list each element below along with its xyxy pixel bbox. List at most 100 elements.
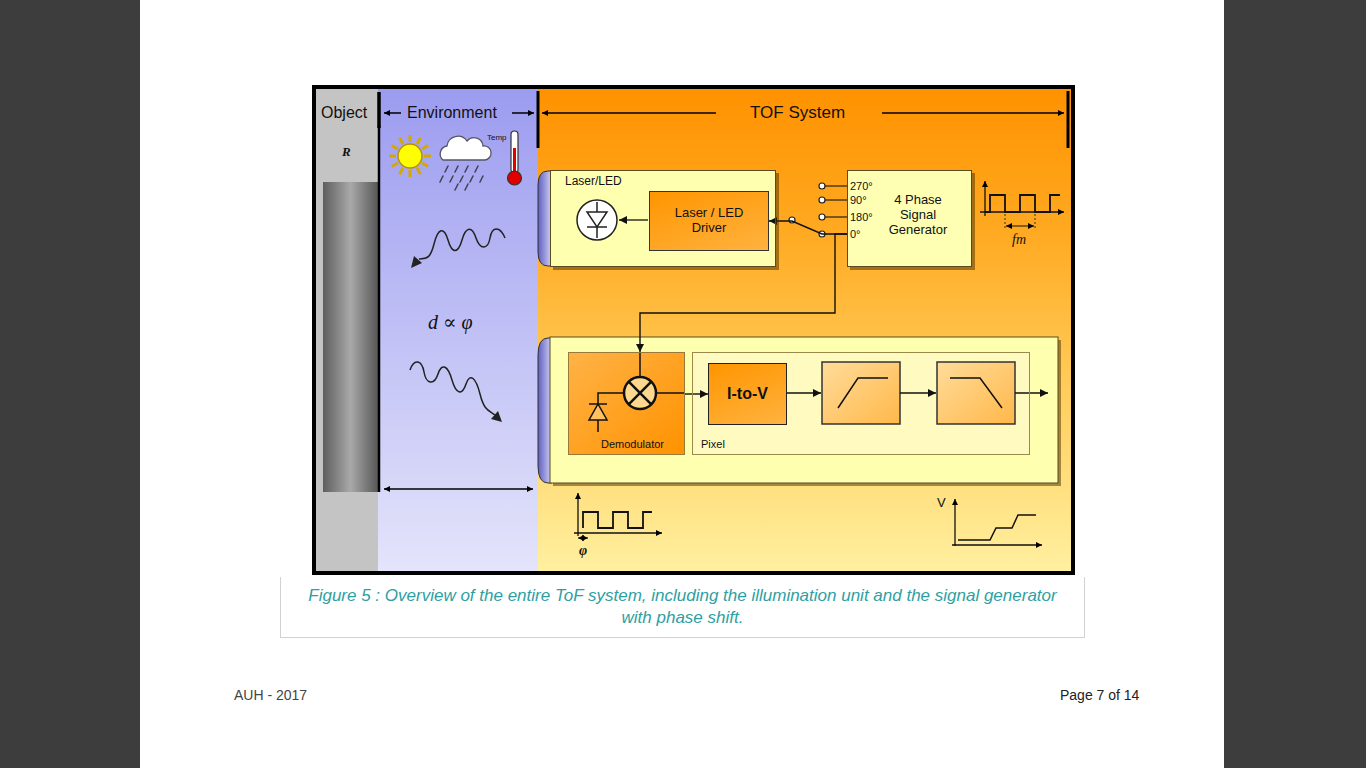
phase-switch — [789, 183, 847, 237]
laser-diode-symbol — [587, 202, 607, 238]
axis — [574, 532, 662, 533]
region-bar — [377, 92, 381, 128]
emitted-light-wave — [410, 362, 502, 422]
signal-wire — [685, 393, 708, 394]
demodulator-fill — [568, 352, 685, 455]
sun-icon — [389, 135, 431, 177]
thermometer-bulb — [508, 171, 522, 185]
icon-label: Temp — [487, 133, 507, 142]
box-label: Demodulator — [601, 438, 664, 451]
housing-fill — [550, 170, 776, 267]
reference-wire — [639, 352, 641, 377]
box-label: Pixel — [701, 438, 725, 451]
region-arrow — [384, 112, 401, 114]
rain-drops — [440, 166, 483, 190]
wave-line — [410, 362, 495, 415]
wave-line — [419, 229, 505, 259]
box-label: I-to-V — [727, 385, 768, 403]
phase-label: 180° — [850, 211, 873, 224]
region-title: TOF System — [750, 103, 845, 123]
header-markers — [379, 91, 1068, 148]
wave-arrowhead — [411, 256, 422, 268]
distance-arrow — [384, 488, 533, 490]
low-pass-symbol — [950, 378, 1002, 408]
driver-box: Laser / LED Driver — [649, 191, 769, 251]
figure-caption: Figure 5 : Overview of the entire ToF sy… — [281, 585, 1084, 629]
received-waveform — [574, 493, 662, 538]
signal-arrow — [900, 392, 936, 393]
axis — [952, 544, 1042, 545]
laser-diode-symbol — [587, 212, 607, 227]
signal-arrow — [786, 392, 821, 393]
signal-arrow — [1015, 392, 1048, 393]
laser-diode-symbol — [577, 200, 617, 240]
region-title: Environment — [407, 104, 497, 122]
reflectivity-symbol: R — [342, 145, 351, 160]
box-label: Laser / LED Driver — [659, 206, 759, 236]
low-pass-filter — [937, 362, 1015, 424]
phase-label: 0° — [850, 228, 861, 241]
box-label: 4 Phase Signal Generator — [878, 193, 958, 238]
region-arrow — [512, 112, 534, 114]
photodiode-symbol — [589, 404, 607, 420]
signal-wire — [769, 221, 847, 234]
region-bar — [537, 91, 540, 148]
signal-wire — [640, 234, 847, 352]
housing-title: Laser/LED — [565, 175, 622, 189]
tof-band-fill — [538, 89, 1071, 571]
distance-formula: d ∝ φ — [428, 311, 473, 334]
axis — [954, 499, 955, 546]
switch-wire — [825, 185, 847, 186]
object-surface — [323, 182, 378, 492]
environment-band-fill — [378, 89, 538, 571]
sun-rays — [389, 135, 431, 177]
pixel-box: Pixel I-to-V — [692, 352, 1030, 455]
phase-label: 270° — [850, 180, 873, 193]
mixer-output-wire — [656, 392, 685, 394]
region-title: Object — [321, 104, 367, 122]
region-bar — [1067, 91, 1070, 148]
photodiode-symbol — [589, 403, 607, 405]
phase-arrow — [578, 538, 588, 539]
high-pass-symbol — [838, 378, 888, 408]
object-boundary — [378, 125, 381, 492]
drive-arrow — [619, 219, 648, 220]
phase-shift-label: φ — [579, 543, 587, 559]
caption-box: Figure 5 : Overview of the entire ToF sy… — [280, 577, 1085, 638]
switch-terminal — [819, 214, 825, 220]
document-page — [140, 0, 1224, 768]
illumination-unit-art — [538, 170, 776, 267]
receiver-art — [538, 337, 1061, 486]
rain-cloud-icon — [440, 136, 491, 190]
axis-label: V — [937, 496, 946, 511]
object-region: ObjectR — [316, 89, 378, 571]
environment-region: Environment d ∝ φ — [378, 89, 538, 571]
pixel-fill — [692, 352, 1030, 455]
switch-terminal — [819, 183, 825, 189]
region-arrow — [542, 112, 716, 114]
sun-disc — [398, 144, 422, 168]
period-ticks — [1005, 214, 1035, 230]
page-number: Page 7 of 14 — [1060, 687, 1139, 703]
output-voltage-graph — [952, 499, 1042, 546]
axis — [984, 181, 985, 216]
phase-label: 90° — [850, 194, 867, 207]
switch-wire — [825, 216, 847, 217]
region-arrow — [882, 112, 1064, 114]
voltage-steps — [958, 515, 1036, 540]
axis — [980, 211, 1064, 212]
modulation-waveform — [980, 181, 1064, 230]
frequency-label: fm — [1012, 232, 1026, 248]
square-wave — [583, 512, 652, 528]
current-to-voltage-box: I-to-V — [708, 363, 787, 425]
footer-text: AUH - 2017 — [234, 687, 307, 703]
mixer-symbol — [629, 382, 652, 405]
demodulator-box: Demodulator — [568, 352, 685, 455]
switch-terminal — [819, 197, 825, 203]
figure-frame — [312, 85, 1075, 575]
object-band-fill — [316, 89, 378, 571]
switch-wire — [825, 199, 847, 200]
